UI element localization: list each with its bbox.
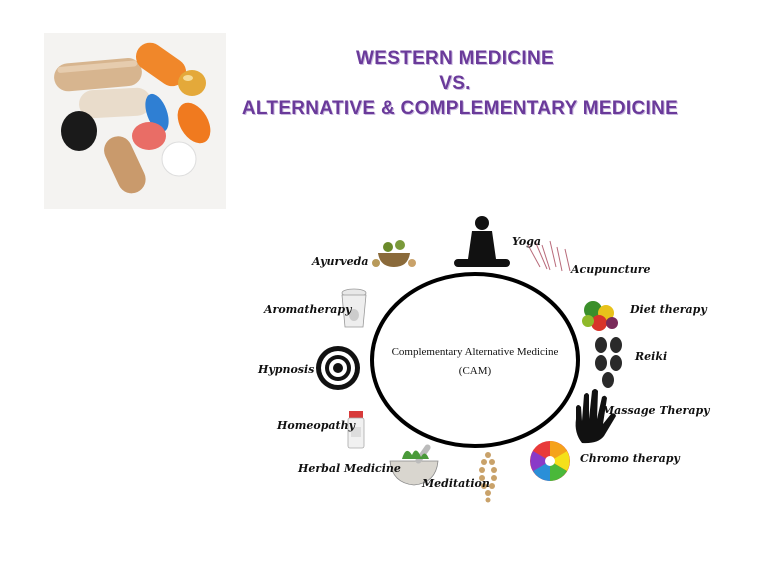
label-chromo-therapy: Chromo therapy [580,452,680,465]
cam-center-title: Complementary Alternative Medicine [391,346,559,358]
herbs-bowl-icon [372,240,416,267]
mortar-pestle-icon [389,444,439,486]
cam-ellipse [370,272,580,448]
cam-center-abbrev: (CAM) [458,365,492,377]
diet-icon [582,301,618,331]
label-reiki: Reiki [635,350,668,363]
color-wheel-icon [530,441,570,481]
yoga-icon [454,216,510,267]
acupuncture-icon [527,240,571,272]
title-line-3: ALTERNATIVE & COMPLEMENTARY MEDICINE [241,98,679,119]
cam-diagram: Complementary Alternative Medicine (CAM)… [250,205,720,515]
reiki-stones-icon [595,337,622,388]
spiral-icon [316,346,360,390]
label-diet-therapy: Diet therapy [630,303,707,316]
label-herbal-medicine: Herbal Medicine [298,462,401,475]
label-yoga: Yoga [512,235,542,248]
label-acupuncture: Acupuncture [571,263,651,276]
title-line-1: WESTERN MEDICINE [356,48,554,69]
oil-burner-icon [341,288,367,328]
title-line-2: VS. [439,73,471,94]
pills-image [44,33,226,209]
label-aromatherapy: Aromatherapy [264,303,352,316]
label-massage-therapy: Massage Therapy [602,404,710,417]
prayer-beads-icon [479,452,497,503]
pill-bottle-icon [347,411,365,449]
hand-icon [575,389,616,444]
label-hypnosis: Hypnosis [258,363,315,376]
label-homeopathy: Homeopathy [277,419,355,432]
label-ayurveda: Ayurveda [312,255,369,268]
label-meditation: Meditation [422,477,490,490]
